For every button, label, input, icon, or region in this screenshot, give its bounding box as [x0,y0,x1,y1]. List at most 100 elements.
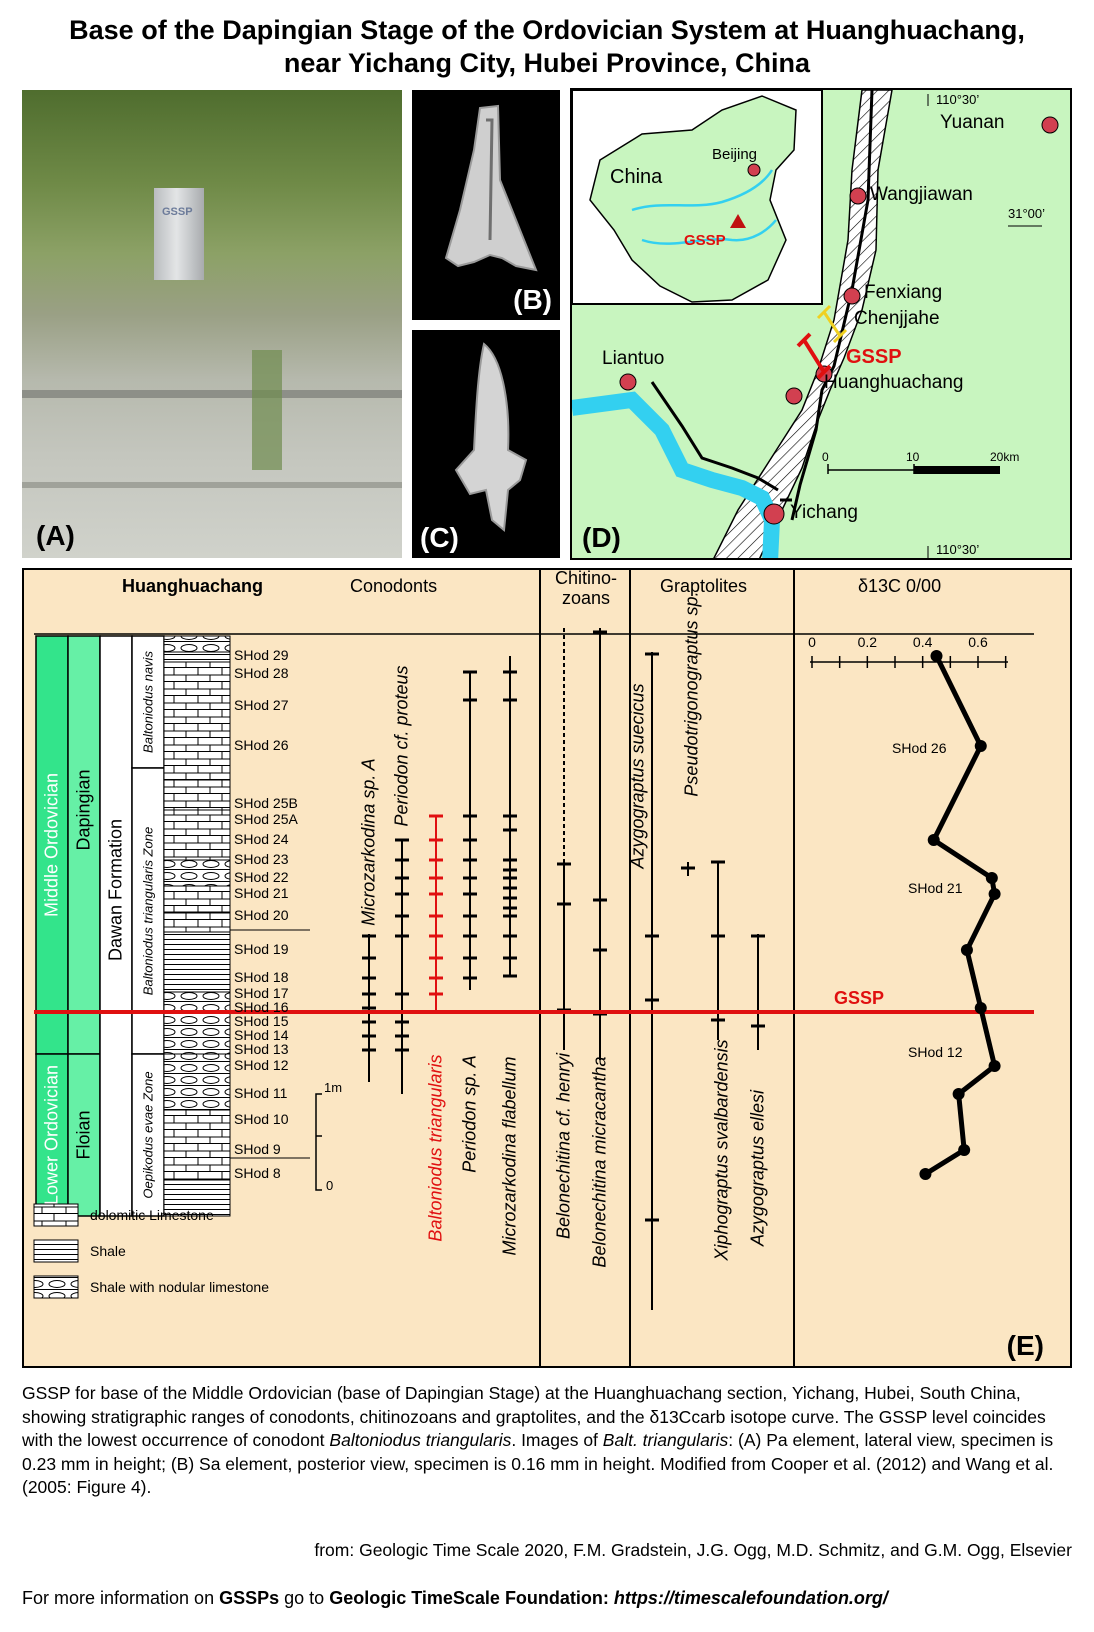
stage-floian-label: Floian [73,1110,94,1160]
title-line-2: near Yichang City, Hubei Province, China [283,48,811,78]
panel-a-label: (A) [36,520,75,551]
iso-data-point [927,834,940,846]
sample-label: SHod 21 [234,885,289,901]
panel-c-label: (C) [420,522,459,553]
sample-label: SHod 26 [234,737,289,753]
series-lower-label: Lower Ordovician [41,1064,62,1206]
legend-shale: Shale [90,1243,126,1259]
figure-caption: GSSP for base of the Middle Ordovician (… [22,1382,1072,1500]
sample-label: SHod 16 [234,999,289,1015]
iso-data-point [988,1060,1001,1072]
taxon-label: Belonechitina cf. henryi [553,1052,574,1240]
inset-gssp-label: GSSP [684,232,726,249]
chitinozoans-header: Chitino- zoans [546,568,626,608]
taxon-label: Baltoniodus triangularis [425,1054,446,1242]
sample-label: SHod 22 [234,869,289,885]
sample-label: SHod 13 [234,1041,289,1057]
sample-label: SHod 8 [234,1165,281,1181]
chitinozoans-header-2: zoans [561,588,611,608]
graptolites-header: Graptolites [660,576,748,596]
iso-data-point [985,872,998,884]
taxon-label: Microzarkodina sp. A [358,758,379,926]
place-yuanan: Yuanan [940,112,1005,133]
footer-text-2: go to [284,1588,325,1608]
iso-data-point [988,888,1001,900]
iso-axis-label: 0.4 [912,634,933,650]
conodont-b-image [444,104,538,272]
iso-data-point [919,1168,932,1180]
sample-label: SHod 29 [234,647,289,663]
source-credit: from: Geologic Time Scale 2020, F.M. Gra… [314,1540,1072,1560]
legend-limestone: dolomitic Limestone [90,1207,214,1223]
stage-dapingian-label: Dapingian [73,769,94,851]
place-wangjiawan: Wangjiawan [870,184,973,205]
scale-tick-10: 10 [906,450,920,464]
zone-navis-label: Baltoniodus navis [140,651,156,753]
sample-label: SHod 12 [234,1057,289,1073]
place-yichang: Yichang [790,502,858,523]
locality-header: Huanghuachang [122,576,264,596]
footer-bold-1: GSSPs [219,1588,280,1608]
scale-top-label: 1m [324,1080,343,1095]
sample-label: SHod 9 [234,1141,281,1157]
caption-italic-1: Baltoniodus triangularis [329,1430,512,1450]
footer-bold-2: Geologic TimeScale Foundation: [329,1588,609,1608]
caption-text-2: . Images of [511,1430,598,1450]
zone-triangularis-label: Baltoniodus triangularis Zone [140,826,156,996]
sample-label: SHod 10 [234,1111,289,1127]
gssp-level-label: GSSP [834,988,885,1008]
photo-outcrop: GSSP (A) [22,90,402,558]
iso-data-point [930,650,943,662]
scale-tick-20: 20km [990,450,1020,464]
inset-capital-label: Beijing [712,146,758,163]
panel-b-label: (B) [513,284,552,315]
iso-label-shod21: SHod 21 [908,880,963,896]
iso-axis-label: 0 [808,634,816,650]
taxon-label: Azygograptus ellesi [747,1089,768,1247]
series-middle-label: Middle Ordovician [41,772,62,918]
conodont-c-image [454,342,528,532]
panel-d-label: (D) [582,522,621,553]
taxon-label: Periodon cf. proteus [391,665,412,827]
iso-data-point [960,944,973,956]
sample-label: SHod 25A [234,811,298,827]
sample-label: SHod 11 [234,1085,288,1101]
footer-url-link[interactable]: https://timescalefoundation.org/ [613,1588,888,1608]
section-svg [33,570,1034,1366]
zone-evae-label: Oepikodus evae Zone [140,1071,156,1199]
photo-conodont-b: (B) [412,90,560,320]
inset-country-label: China [610,166,663,188]
sample-label: SHod 20 [234,907,289,923]
caption-text-1: GSSP for base of the Middle Ordovician (… [22,1383,1046,1450]
sample-label: SHod 17 [234,985,289,1001]
iso-axis-label: 0.6 [968,634,988,650]
chitinozoans-header-1: Chitino- [554,568,618,588]
place-huanghuachang: Huanghuachang [824,372,964,393]
page-title: Base of the Dapingian Stage of the Ordov… [0,14,1094,80]
gssp-marker-stone: GSSP [154,188,204,280]
scale-bottom-label: 0 [326,1178,334,1193]
footer-text-1: For more information on [22,1588,215,1608]
iso-data-point [974,740,987,752]
iso-axis-label: 0.2 [857,634,878,650]
sample-label: SHod 28 [234,665,289,681]
isotope-header: δ13C 0/00 [858,576,942,596]
iso-label-shod26: SHod 26 [892,740,947,756]
iso-data-point [974,1002,987,1014]
formation-label: Dawan Formation [105,818,126,962]
place-fenxiang: Fenxiang [864,282,943,303]
conodonts-header: Conodonts [350,576,438,596]
taxon-label: Xiphograptus svalbardensis [711,1039,732,1261]
sample-label: SHod 27 [234,697,289,713]
title-line-1: Base of the Dapingian Stage of the Ordov… [69,15,1025,45]
taxon-label: Microzarkodina flabellum [499,1056,520,1256]
legend-nodular: Shale with nodular limestone [90,1279,269,1295]
caption-italic-2: Balt. triangularis [602,1430,729,1450]
coord-lon-top: 110°30’ [936,92,980,107]
sample-label: SHod 18 [234,969,289,985]
taxon-label: Belonechitina micracantha [589,1056,610,1268]
taxon-label: Azygograptus suecicus [627,683,648,869]
location-map: China Beijing GSSP Yuanan Wangjiawan Fen… [570,88,1072,560]
sample-label: SHod 19 [234,941,289,957]
gssp-marker-text: GSSP [162,206,193,218]
